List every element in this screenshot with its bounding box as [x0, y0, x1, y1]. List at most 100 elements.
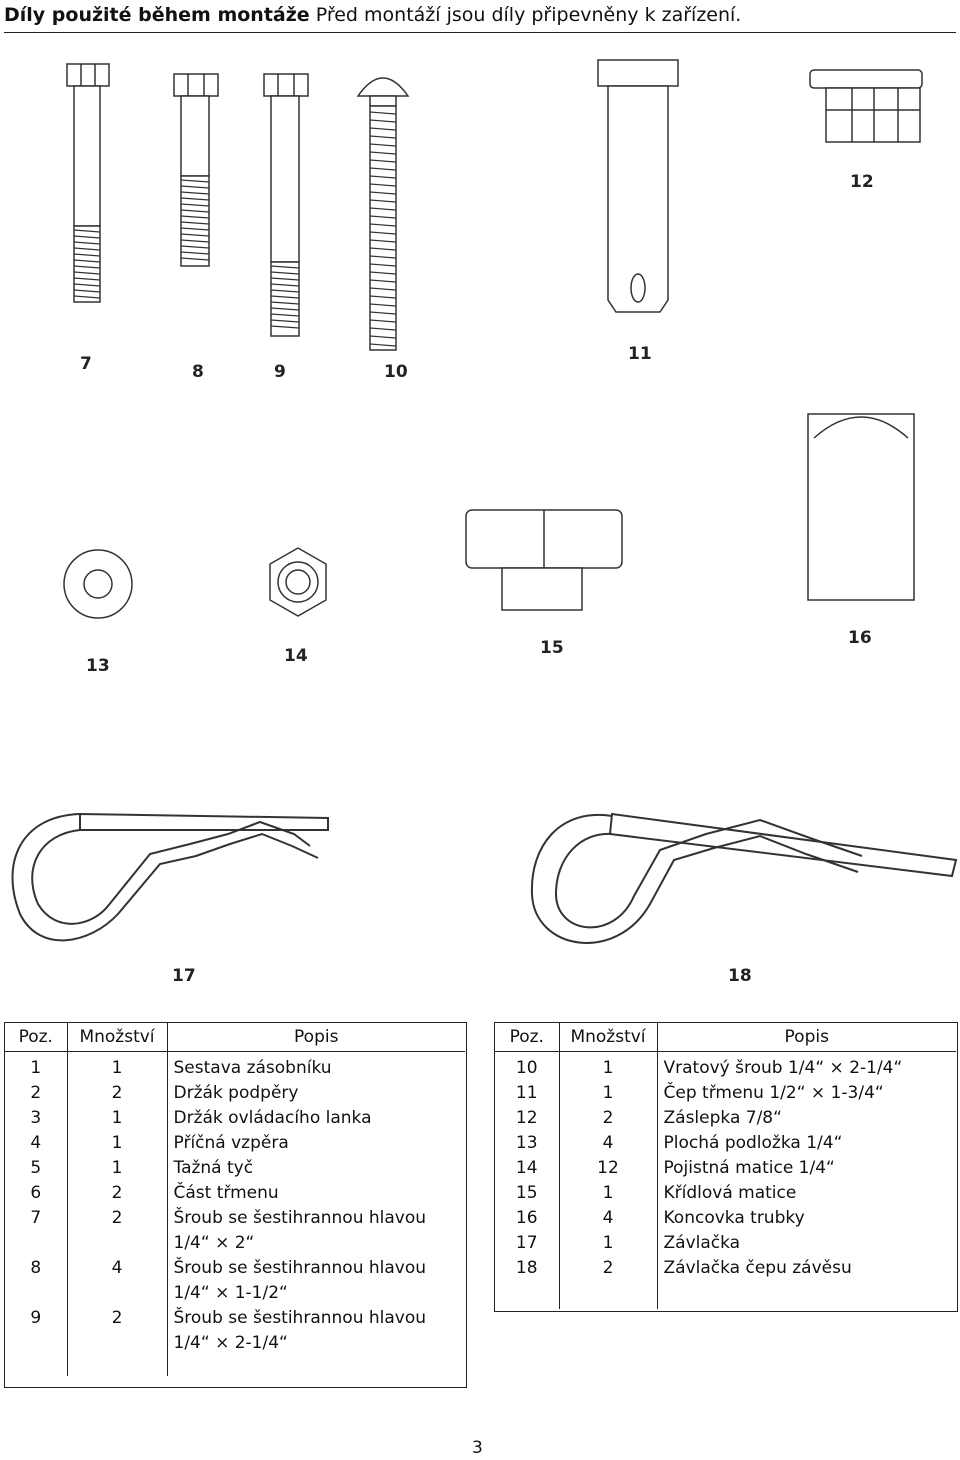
- row-pos-cell: 3: [30, 1108, 42, 1128]
- row-qty-cell: 2: [66, 1306, 167, 1331]
- row-desc-cell: Závlačka: [656, 1231, 956, 1256]
- part-16-tube-end: [807, 413, 915, 601]
- row-desc-cell: Záslepka 7/8“: [656, 1106, 956, 1131]
- row-desc-cell: Šroub se šestihrannou hlavou: [166, 1256, 465, 1281]
- table-filler-row: [495, 1281, 956, 1309]
- col-header-desc: Popis: [656, 1023, 956, 1052]
- figure-label-16: 16: [848, 628, 872, 648]
- row-pos-cell: 1: [30, 1058, 42, 1078]
- figure-label-17: 17: [172, 966, 196, 986]
- header-subtitle: Před montáží jsou díly připevněny k zaří…: [315, 4, 742, 26]
- row-qty-cell: 1: [66, 1106, 167, 1131]
- filler-cell: [66, 1356, 167, 1376]
- row-desc-cell: Čep třmenu 1/2“ × 1-3/4“: [656, 1081, 956, 1106]
- table-row: 1/4“ × 2-1/4“: [5, 1331, 465, 1356]
- row-desc-cell: Plochá podložka 1/4“: [656, 1131, 956, 1156]
- row-pos-cell: 8: [30, 1258, 42, 1278]
- figure-label-14: 14: [284, 646, 308, 666]
- table-filler-row: [5, 1356, 465, 1376]
- row-pos-cell: [5, 1331, 67, 1356]
- figure-label-12: 12: [850, 172, 874, 192]
- part-11-clevis-pin: [597, 59, 679, 313]
- part-12-tube-plug: [809, 69, 923, 143]
- table-row: 1/4“ × 1-1/2“: [5, 1281, 465, 1306]
- row-desc-cell: Příčná vzpěra: [166, 1131, 465, 1156]
- row-pos-cell: 13: [515, 1133, 538, 1153]
- row-desc-cell: Závlačka čepu závěsu: [656, 1256, 956, 1281]
- row-qty-cell: 1: [558, 1051, 657, 1081]
- row-qty-cell: 1: [66, 1051, 167, 1081]
- row-pos-cell: 12: [515, 1108, 538, 1128]
- col-header-qty: Množství: [66, 1023, 167, 1052]
- table-header-row: Poz. Množství Popis: [495, 1023, 956, 1052]
- row-qty-cell: [66, 1231, 167, 1256]
- row-pos-cell: 6: [30, 1183, 42, 1203]
- filler-cell: [495, 1281, 559, 1309]
- row-pos-cell: 11: [515, 1083, 538, 1103]
- row-pos-cell: 4: [30, 1133, 42, 1153]
- part-8-hex-bolt: [173, 73, 219, 267]
- row-qty-cell: 1: [66, 1156, 167, 1181]
- row-qty-cell: [66, 1281, 167, 1306]
- row-pos-cell: 18: [515, 1258, 538, 1278]
- row-desc-cell: 1/4“ × 2“: [166, 1231, 465, 1256]
- figure-label-11: 11: [628, 344, 652, 364]
- row-desc-cell: Sestava zásobníku: [166, 1051, 465, 1081]
- filler-cell: [656, 1281, 956, 1309]
- row-pos-cell: 2: [30, 1083, 42, 1103]
- part-7-hex-bolt: [66, 63, 110, 303]
- row-pos-cell: 14: [515, 1158, 538, 1178]
- row-desc-cell: Pojistná matice 1/4“: [656, 1156, 956, 1181]
- part-9-hex-bolt: [263, 73, 309, 337]
- col-header-qty: Množství: [558, 1023, 657, 1052]
- part-10-carriage-bolt: [356, 77, 410, 351]
- row-pos-cell: 10: [515, 1058, 538, 1078]
- row-qty-cell: 2: [558, 1256, 657, 1281]
- page-number: 3: [472, 1438, 483, 1458]
- table-header-row: Poz. Množství Popis: [5, 1023, 465, 1052]
- row-pos-cell: [5, 1231, 67, 1256]
- figure-label-10: 10: [384, 362, 408, 382]
- row-pos-cell: 9: [30, 1308, 42, 1328]
- row-qty-cell: 1: [558, 1231, 657, 1256]
- row-desc-cell: Koncovka trubky: [656, 1206, 956, 1231]
- parts-illustration: [11, 59, 958, 944]
- part-17-hitch-clip: [11, 812, 329, 942]
- row-pos-cell: [5, 1281, 67, 1306]
- row-pos-cell: 5: [30, 1158, 42, 1178]
- row-qty-cell: 12: [558, 1156, 657, 1181]
- row-desc-cell: Šroub se šestihrannou hlavou: [166, 1306, 465, 1331]
- row-qty-cell: 2: [66, 1181, 167, 1206]
- row-pos-cell: 17: [515, 1233, 538, 1253]
- row-desc-cell: 1/4“ × 1-1/2“: [166, 1281, 465, 1306]
- row-qty-cell: 4: [66, 1256, 167, 1281]
- row-desc-cell: Držák podpěry: [166, 1081, 465, 1106]
- figure-label-13: 13: [86, 656, 110, 676]
- row-desc-cell: Držák ovládacího lanka: [166, 1106, 465, 1131]
- part-14-lock-nut: [269, 547, 327, 617]
- filler-cell: [5, 1356, 67, 1376]
- page-header: Díly použité během montáže Před montáží …: [4, 2, 956, 33]
- row-qty-cell: 2: [66, 1081, 167, 1106]
- figure-label-7: 7: [80, 354, 92, 374]
- filler-cell: [558, 1281, 657, 1309]
- col-header-pos: Poz.: [495, 1023, 559, 1052]
- filler-cell: [166, 1356, 465, 1376]
- row-qty-cell: [66, 1331, 167, 1356]
- row-pos-cell: 15: [515, 1183, 538, 1203]
- row-qty-cell: 1: [558, 1081, 657, 1106]
- col-header-pos: Poz.: [5, 1023, 67, 1052]
